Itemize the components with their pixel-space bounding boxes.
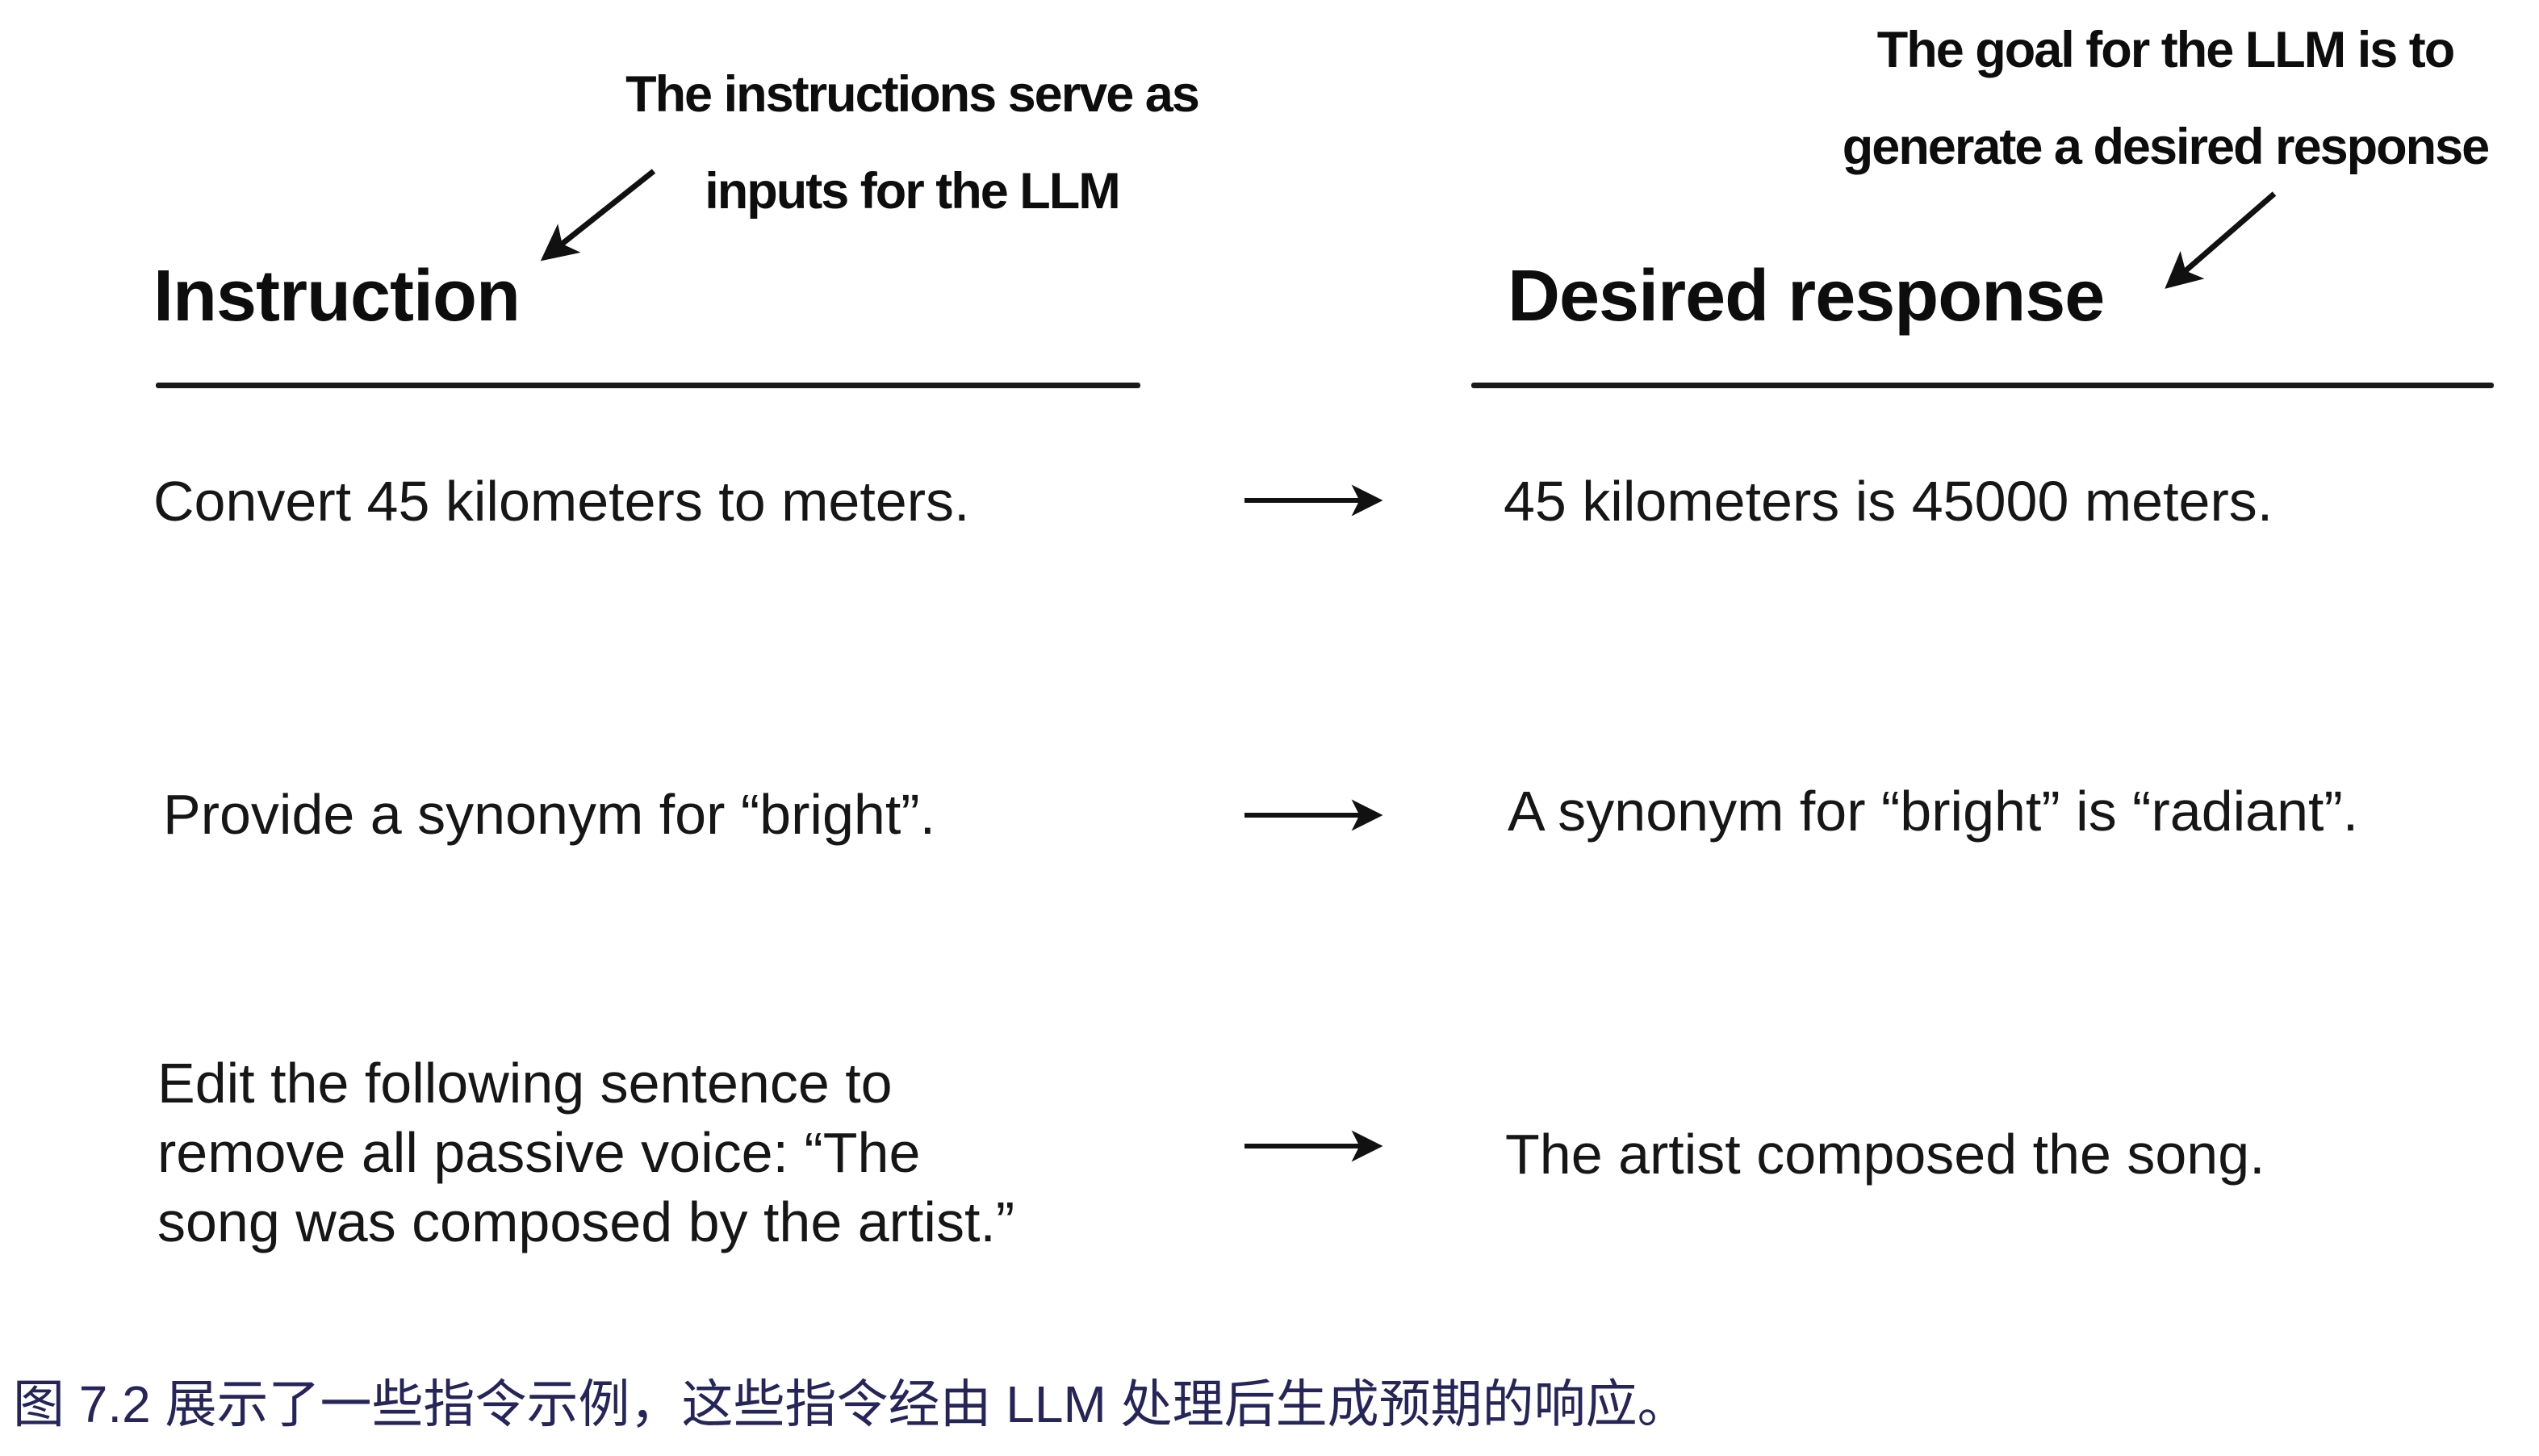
response-cell-row-1: 45 kilometers is 45000 meters. (1504, 470, 2273, 533)
instruction-cell-row-2: Provide a synonym for “bright”. (163, 783, 936, 846)
instruction-cell-row-3: Edit the following sentence to remove al… (157, 1052, 1015, 1253)
response-header-rule (1471, 383, 2494, 388)
column-header-desired-response: Desired response (1508, 256, 2105, 337)
column-header-instruction: Instruction (153, 256, 521, 337)
instruction-header-rule (156, 383, 1140, 388)
instruction-cell-row-1: Convert 45 kilometers to meters. (153, 470, 970, 533)
response-cell-row-3: The artist composed the song. (1505, 1123, 2265, 1186)
response-cell-row-2: A synonym for “bright” is “radiant”. (1508, 780, 2359, 843)
figure-caption: 图 7.2 展示了一些指令示例，这些指令经由 LLM 处理后生成预期的响应。 (13, 1375, 1689, 1433)
annotation-right-arrow-icon (2165, 191, 2277, 289)
annotation-instructions-input: The instructions serve as inputs for the… (625, 66, 1200, 220)
annotation-llm-goal: The goal for the LLM is to generate a de… (1842, 22, 2490, 175)
